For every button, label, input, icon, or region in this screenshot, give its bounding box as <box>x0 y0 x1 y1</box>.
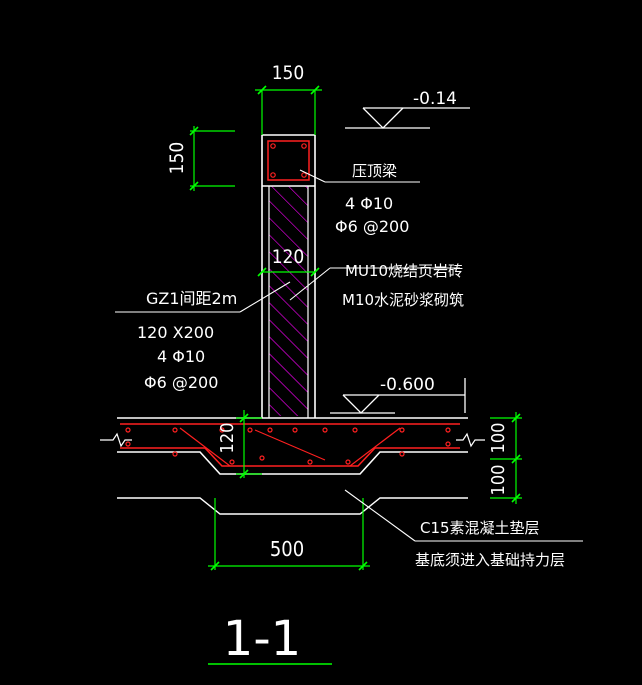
dim-wall-thickness: 120 <box>272 246 305 268</box>
column-size-label: 120 X200 <box>137 323 214 342</box>
dim-upper-layer: 100 <box>488 423 509 454</box>
column-name-label: GZ1间距2m <box>146 289 237 308</box>
wall-material-label: MU10烧结页岩砖 <box>345 262 463 280</box>
level-marker-top <box>345 107 470 129</box>
foundation <box>100 417 485 515</box>
dim-lower-layer: 100 <box>488 465 509 496</box>
wall-mortar-label: M10水泥砂浆砌筑 <box>342 291 464 309</box>
dimension-ticks <box>189 85 521 571</box>
dim-beam-height: 150 <box>166 142 188 175</box>
section-title: 1-1 <box>223 611 301 667</box>
top-beam-rebar-stirrup: Φ6 @200 <box>335 217 409 236</box>
dim-wall-width-top: 150 <box>272 62 305 84</box>
dimension-lines <box>190 89 522 570</box>
brick-wall <box>261 135 316 418</box>
level-marker-ground <box>330 378 466 414</box>
top-beam-rebar-main: 4 Φ10 <box>345 194 393 213</box>
leader-lines <box>115 169 583 542</box>
level-top-text: -0.14 <box>413 89 457 109</box>
top-beam <box>262 134 315 187</box>
column-rebar-main: 4 Φ10 <box>157 347 205 366</box>
bearing-note-label: 基底须进入基础持力层 <box>415 551 565 569</box>
top-beam-label: 压顶梁 <box>352 162 397 180</box>
column-rebar-stirrup: Φ6 @200 <box>144 373 218 392</box>
dim-base-beam-height: 120 <box>217 423 238 454</box>
cushion-layer-label: C15素混凝土垫层 <box>420 519 540 537</box>
level-ground-text: -0.600 <box>380 375 435 395</box>
dim-cushion-width: 500 <box>270 537 304 561</box>
